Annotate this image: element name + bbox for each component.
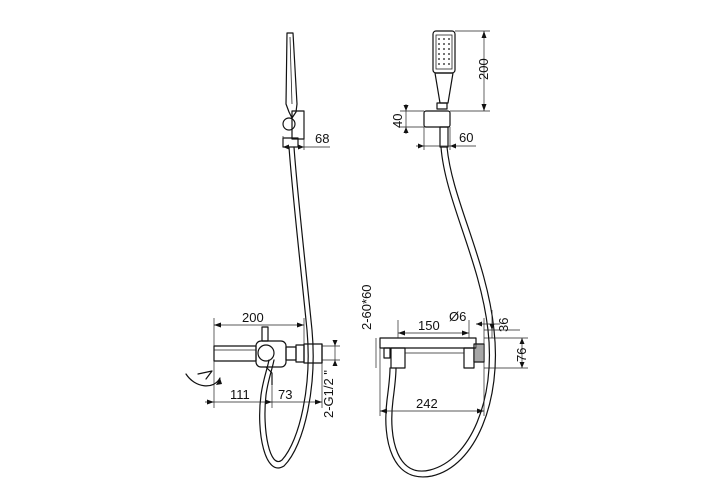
lever-side [261,326,269,342]
dim-spout-length: 200 [242,310,264,325]
hose-side [264,146,309,463]
spout-side [213,345,257,362]
dim-bracket-width: 60 [459,130,473,145]
dim-body-height: 76 [514,348,529,362]
front-view-dimensions: 200 40 60 2-60*60 150 Ø6 36 [359,30,529,416]
dim-thread-size: 2-G1/2 " [321,370,336,418]
side-view [185,32,323,469]
dim-flange-size: 2-60*60 [359,284,374,330]
wall-bracket-front [423,110,451,128]
dim-hanger-width: 68 [315,131,329,146]
dim-bracket-height: 40 [390,114,405,128]
dim-depth-top: 36 [496,318,511,332]
mixer-body-side [255,340,287,368]
front-view [379,30,496,478]
side-view-dimensions: 68 200 111 73 2-G1/2 " [205,111,340,418]
dim-wall-to-outlet: 111 [230,387,250,402]
hose-front [391,146,491,472]
rotation-arrow [185,373,221,387]
dim-handshower-height: 200 [476,58,491,80]
spray-nozzles [438,38,450,65]
dim-inlet-centers: 150 [418,318,440,333]
dim-diameter: Ø6 [449,309,466,324]
dim-total-width: 242 [416,396,438,411]
mixer-body-front [379,337,477,349]
dim-center-offset: 73 [278,387,292,402]
handshower-side [285,32,298,119]
